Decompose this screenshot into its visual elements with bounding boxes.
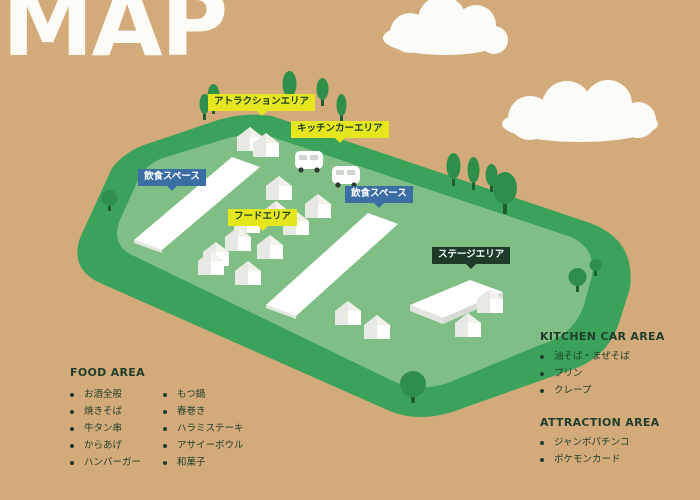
list-item: 油そば・まぜそば bbox=[540, 348, 690, 365]
dining-platform-1-side bbox=[134, 240, 162, 253]
cloud-1 bbox=[383, 0, 508, 55]
legend-attraction-title: ATTRACTION AREA bbox=[540, 416, 660, 429]
legend-kitchen-car-area: KITCHEN CAR AREA 油そば・まぜそば プリン クレープ bbox=[540, 330, 690, 399]
stage-front bbox=[410, 305, 443, 324]
trees bbox=[101, 71, 602, 403]
list-item: 和菓子 bbox=[163, 454, 244, 471]
label-attraction-area: アトラクションエリア bbox=[208, 94, 316, 116]
list-item: ジャンボパチンコ bbox=[540, 434, 690, 451]
legend-kitchen-car-title: KITCHEN CAR AREA bbox=[540, 330, 665, 343]
legend-food-area-title: FOOD AREA bbox=[70, 366, 145, 379]
food-list-column-1: お酒全般 焼きそば 牛タン串 からあげ ハンバーガー bbox=[70, 386, 163, 471]
label-food-area: フードエリア bbox=[228, 209, 298, 231]
label-stage-area: ステージエリア bbox=[432, 247, 511, 269]
page-title: MAP bbox=[2, 0, 228, 77]
list-item: 春巻き bbox=[163, 403, 244, 420]
label-dining-space-1: 飲食スペース bbox=[138, 169, 206, 191]
list-item: ハラミステーキ bbox=[163, 420, 244, 437]
list-item: アサイーボウル bbox=[163, 437, 244, 454]
label-kitchen-car-area: キッチンカーエリア bbox=[291, 121, 389, 143]
dining-platform-2 bbox=[266, 213, 398, 316]
list-item: もつ鍋 bbox=[163, 386, 244, 403]
list-item: ポケモンカード bbox=[540, 451, 690, 468]
cloud-2 bbox=[502, 80, 658, 142]
food-list-column-2: もつ鍋 春巻き ハラミステーキ アサイーボウル 和菓子 bbox=[163, 386, 244, 471]
stage-top bbox=[410, 280, 503, 318]
list-item: 焼きそば bbox=[70, 403, 163, 420]
list-item: 牛タン串 bbox=[70, 420, 163, 437]
list-item: ハンバーガー bbox=[70, 454, 163, 471]
list-item: お酒全般 bbox=[70, 386, 163, 403]
kitchen-car-list: 油そば・まぜそば プリン クレープ bbox=[540, 348, 690, 399]
dining-platform-2-side bbox=[266, 305, 296, 319]
dining-platform-1 bbox=[134, 157, 260, 250]
list-item: クレープ bbox=[540, 382, 690, 399]
legend-food-area: FOOD AREA お酒全般 焼きそば 牛タン串 からあげ ハンバーガー もつ鍋… bbox=[70, 366, 310, 471]
attraction-list: ジャンボパチンコ ポケモンカード bbox=[540, 434, 690, 468]
label-dining-space-2: 飲食スペース bbox=[345, 186, 413, 208]
list-item: プリン bbox=[540, 365, 690, 382]
legend-attraction-area: ATTRACTION AREA ジャンボパチンコ ポケモンカード bbox=[540, 416, 690, 468]
list-item: からあげ bbox=[70, 437, 163, 454]
